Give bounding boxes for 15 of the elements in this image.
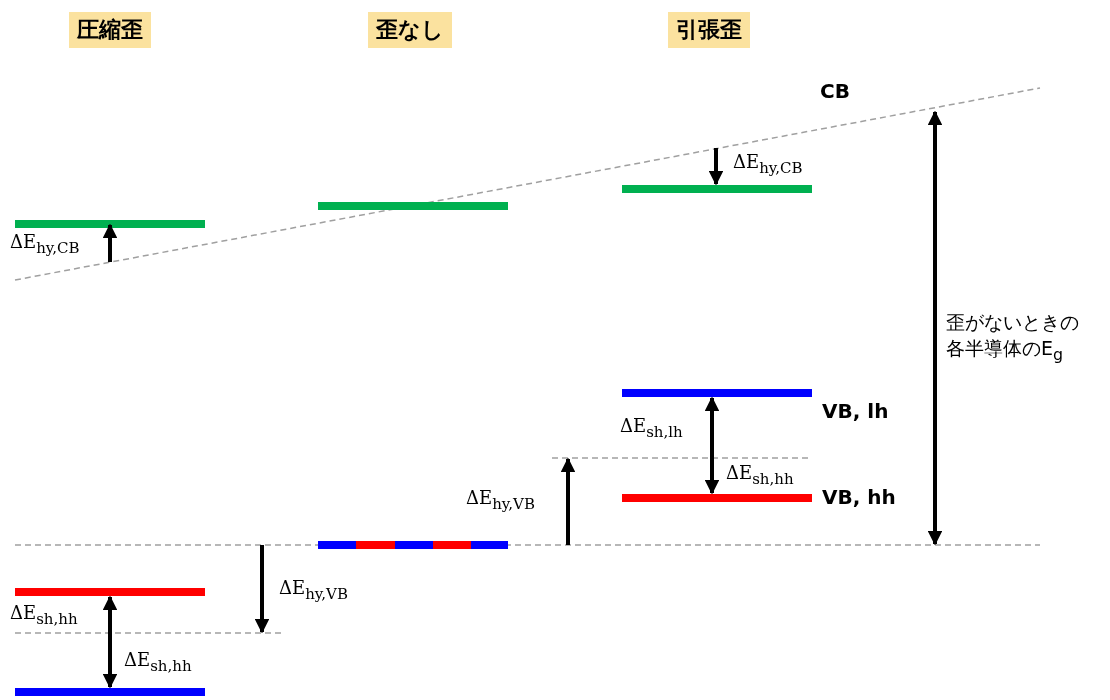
energy-shift-label: ΔE$_{hy,CB}$	[733, 152, 803, 177]
bandgap-label: 歪がないときの各半導体のE$_{g}$	[946, 310, 1080, 365]
band-label: VB, lh	[822, 400, 889, 422]
column-heading: 歪なし	[368, 12, 452, 48]
energy-shift-label: ΔE$_{sh,hh}$	[10, 603, 78, 628]
energy-shift-label: ΔE$_{hy,VB}$	[279, 578, 348, 603]
band-label: VB, hh	[822, 486, 896, 508]
band-label: CB	[820, 80, 850, 102]
column-heading: 圧縮歪	[69, 12, 151, 48]
energy-shift-label: ΔE$_{sh,lh}$	[620, 416, 683, 441]
energy-shift-label: ΔE$_{hy,CB}$	[10, 232, 80, 257]
energy-shift-label: ΔE$_{hy,VB}$	[466, 488, 535, 513]
energy-shift-label: ΔE$_{sh,hh}$	[726, 463, 794, 488]
energy-shift-label: ΔE$_{sh,hh}$	[124, 650, 192, 675]
column-heading: 引張歪	[668, 12, 750, 48]
